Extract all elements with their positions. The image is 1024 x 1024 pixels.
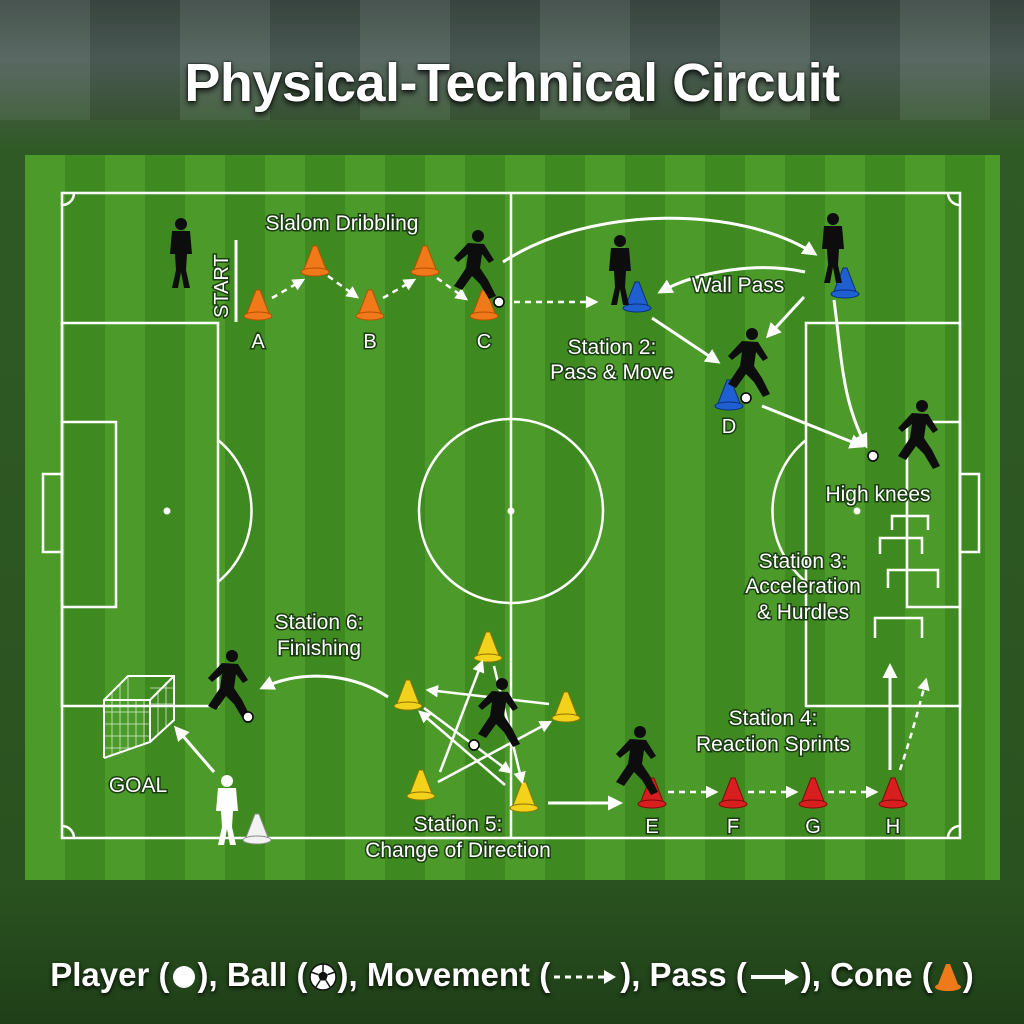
start-label: START: [211, 254, 233, 318]
legend-pass-label: ), Pass (: [620, 956, 747, 993]
soccer-ball-icon: [308, 963, 337, 992]
goal-label: GOAL: [109, 774, 167, 797]
stadium-background: [0, 0, 1024, 120]
ball-icon: [740, 392, 752, 404]
station3-line2: Acceleration: [745, 575, 861, 598]
penalty-spot-right: [853, 507, 861, 515]
station4-title: Station 4:: [729, 707, 818, 730]
pitch-lines: [41, 191, 981, 840]
cone-label-d: D: [722, 416, 736, 438]
cone-icon: [934, 964, 961, 992]
goalkeeper-arrow: [174, 725, 216, 773]
penalty-spot-left: [163, 507, 171, 515]
slalom-movement-arrows: [271, 274, 599, 309]
station2-subtitle: Pass & Move: [550, 361, 674, 384]
finishing-pass-arrow: [259, 674, 389, 699]
station4-subtitle: Reaction Sprints: [696, 733, 850, 756]
ball-icon: [867, 450, 879, 462]
cone-label-f: F: [727, 816, 739, 838]
solid-arrow-icon: [750, 969, 799, 986]
ball-icon: [242, 711, 254, 723]
wall-pass-label: Wall Pass: [692, 274, 785, 297]
center-spot: [507, 507, 515, 515]
page-title: Physical-Technical Circuit: [184, 53, 840, 113]
legend-ball-label: ), Ball (: [197, 956, 308, 993]
station5-title: Station 5:: [414, 813, 503, 836]
goal-mesh: [104, 676, 174, 755]
legend-player-label: Player (: [50, 956, 170, 993]
legend-movement-label: ), Movement (: [337, 956, 551, 993]
cone-label-g: G: [805, 816, 821, 838]
cone-label-c: C: [477, 331, 491, 353]
cone-label-e: E: [645, 816, 658, 838]
cone-label-a: A: [251, 331, 265, 353]
station3-title: Station 3:: [759, 550, 848, 573]
cone-label-b: B: [363, 331, 376, 353]
ball-icon: [493, 296, 505, 308]
ball-icon: [468, 739, 480, 751]
legend: Player ( ), Ball ( ), Movement ( ), Pass ()…: [0, 956, 1024, 994]
legend-cone-label: ), Cone (: [800, 956, 933, 993]
pitch-turf: [25, 155, 1000, 880]
slalom-label: Slalom Dribbling: [266, 212, 419, 235]
legend-end: ): [962, 956, 974, 993]
station2-title: Station 2:: [568, 336, 657, 359]
cone-label-h: H: [886, 816, 900, 838]
station3-line3: & Hurdles: [757, 601, 849, 624]
high-knees-label: High knees: [825, 483, 930, 506]
station6-subtitle: Finishing: [277, 637, 361, 660]
sprint-movement-arrows: [668, 677, 930, 799]
station6-title: Station 6:: [275, 611, 364, 634]
station5-subtitle: Change of Direction: [365, 839, 551, 862]
pass-arrows-station2: [502, 216, 868, 449]
dashed-arrow-icon: [554, 970, 617, 985]
hurdles: [873, 514, 940, 638]
player-dot-icon: [172, 966, 195, 989]
